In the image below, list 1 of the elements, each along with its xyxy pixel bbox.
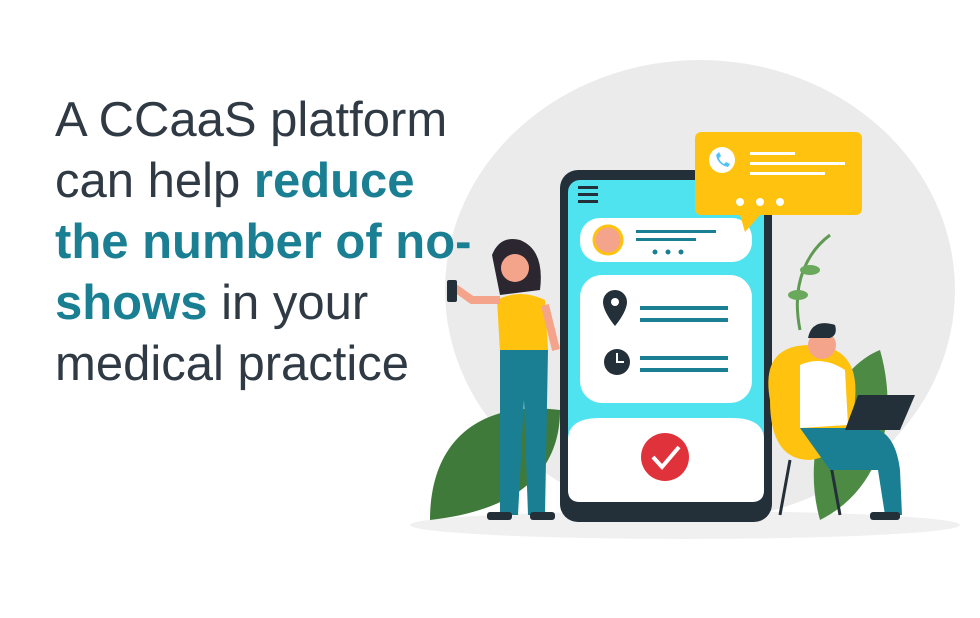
headline: A CCaaS platform can help reduce the number of no-shows in your medical practice <box>55 92 472 393</box>
